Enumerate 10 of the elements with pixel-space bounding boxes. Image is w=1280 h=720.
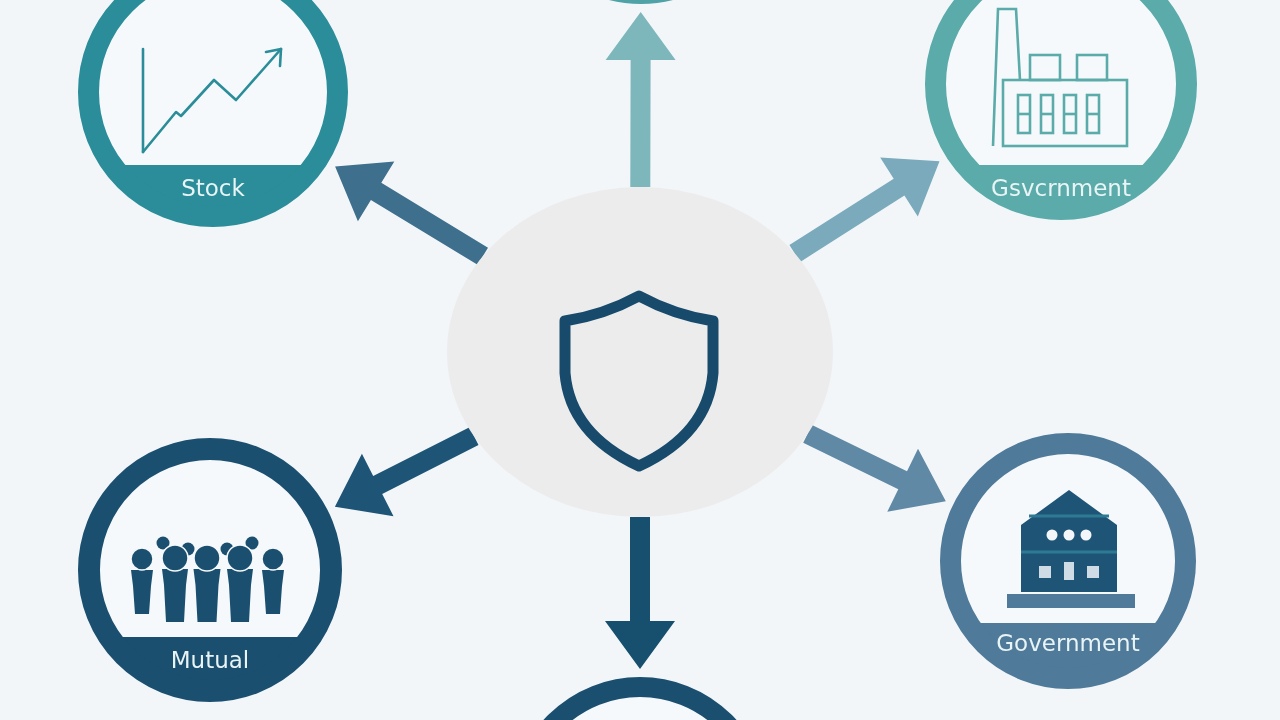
node-label: Government xyxy=(996,630,1140,656)
node-label: Stock xyxy=(181,175,245,201)
block-arrow xyxy=(605,517,675,669)
block-arrow xyxy=(334,427,479,517)
node-label: Gsvcrnment xyxy=(991,175,1131,201)
node-label: Mutual xyxy=(170,647,250,673)
block-arrow xyxy=(605,12,676,187)
block-arrow xyxy=(335,161,488,265)
block-arrow xyxy=(789,157,940,262)
block-arrow xyxy=(803,424,946,512)
